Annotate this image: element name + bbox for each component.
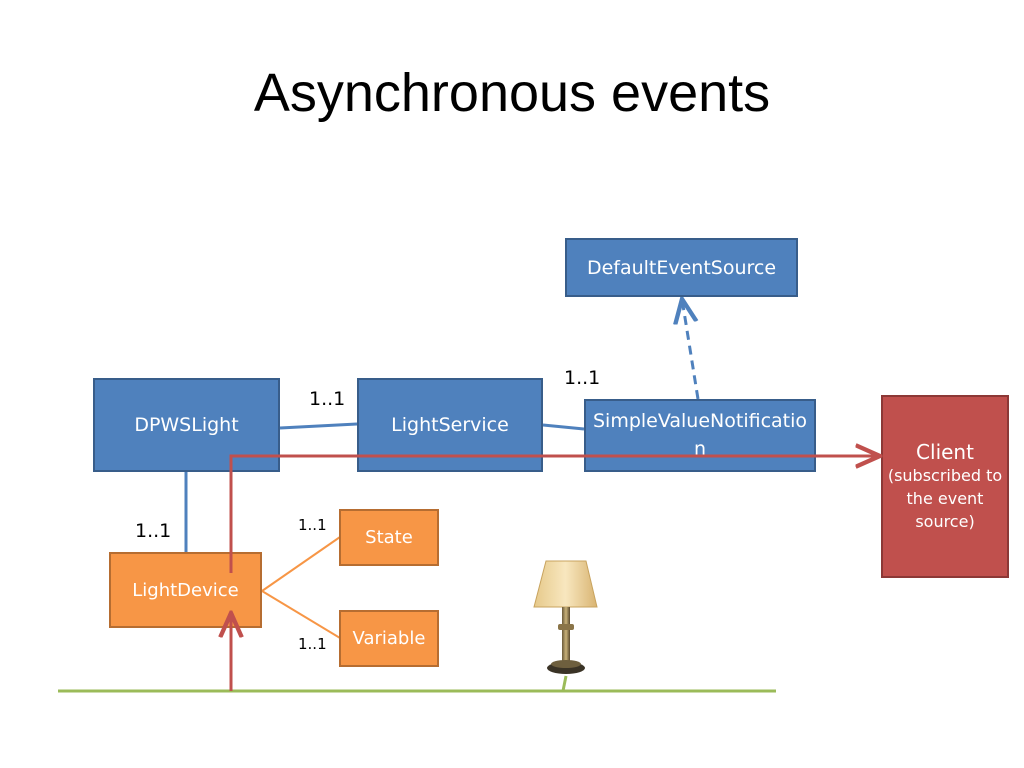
dependency-arrow	[682, 299, 700, 400]
dpwslight-node: DPWSLight	[93, 378, 280, 472]
default-event-source-node: DefaultEventSource	[565, 238, 798, 297]
assoc-dpwslight-lightservice	[279, 422, 358, 430]
assoc-lightdevice-variable	[261, 590, 341, 639]
assoc-lightservice-notification	[542, 423, 585, 431]
client-subtitle: (subscribed to the event source)	[887, 466, 1003, 531]
client-node: Client (subscribed to the event source)	[881, 395, 1009, 578]
lamp-connector	[561, 675, 568, 692]
mult-dpwslight-lightservice: 1..1	[309, 388, 346, 410]
client-title: Client	[916, 440, 974, 464]
lightservice-node: LightService	[357, 378, 543, 472]
mult-lightdevice-variable: 1..1	[298, 635, 327, 653]
mult-dpwslight-lightdevice: 1..1	[135, 520, 172, 542]
lightdevice-node: LightDevice	[109, 552, 262, 628]
mult-lightdevice-state: 1..1	[298, 516, 327, 534]
assoc-lightdevice-state	[261, 536, 341, 592]
slide-title: Asynchronous events	[253, 63, 771, 123]
simple-value-notification-node: SimpleValueNotification	[584, 399, 816, 472]
simple-value-notification-label: SimpleValueNotification	[592, 410, 808, 460]
mult-lightservice-notification: 1..1	[564, 367, 601, 389]
state-node: State	[339, 509, 439, 566]
variable-node: Variable	[339, 610, 439, 667]
